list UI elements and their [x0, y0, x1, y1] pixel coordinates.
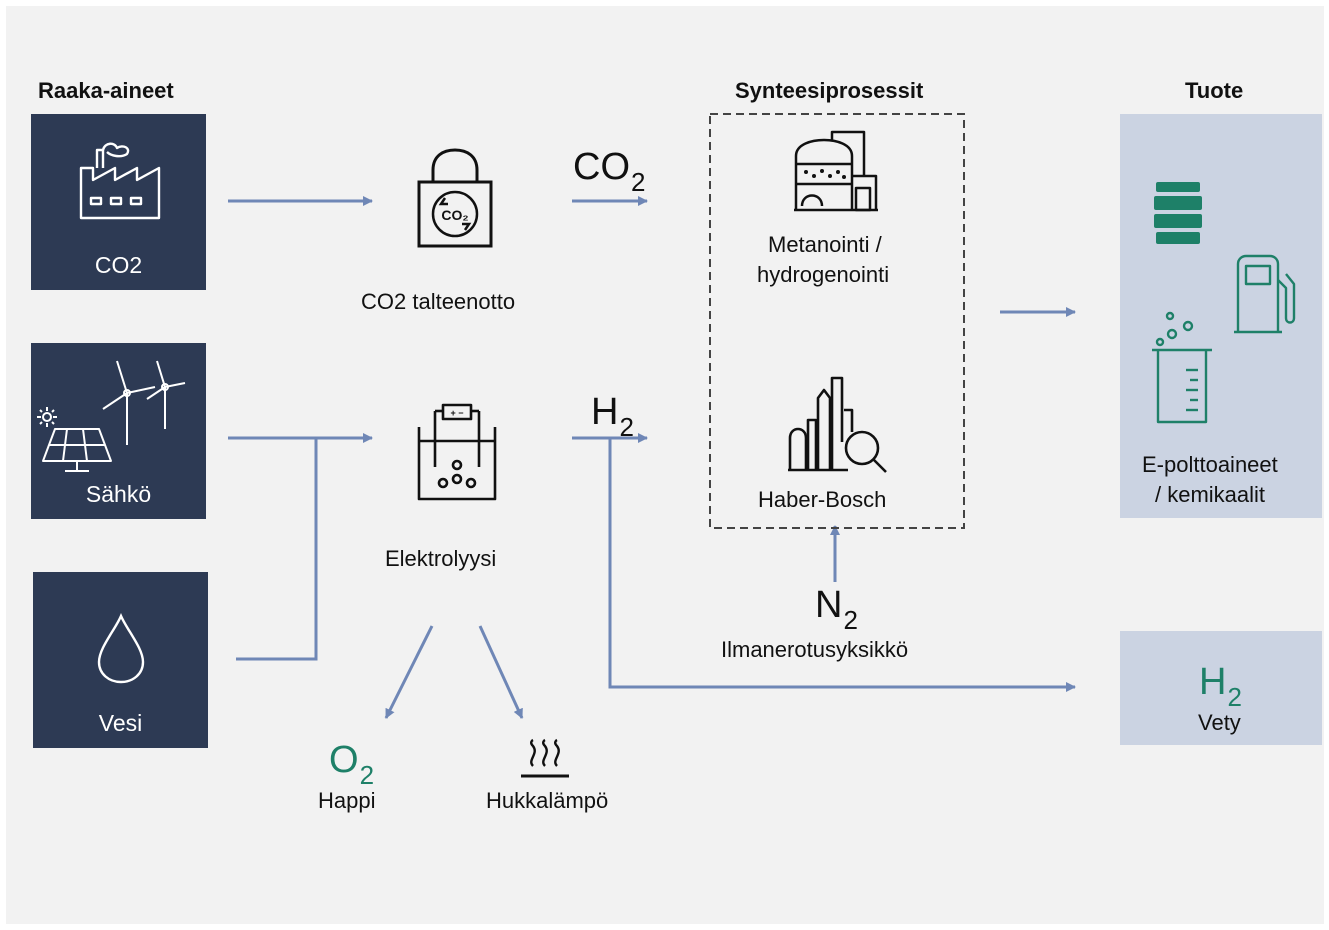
co2-formula: CO2	[573, 146, 645, 195]
h2-formula-sub: 2	[619, 412, 634, 442]
product-header: Tuote	[1185, 78, 1244, 103]
padlock-co2-icon: CO₂	[417, 148, 493, 248]
efuels-label-line1: E-polttoaineet	[1142, 452, 1278, 477]
input-co2-box: CO2	[31, 114, 206, 290]
arrow-to-waste-heat	[478, 625, 524, 719]
arrow-to-oxygen	[384, 625, 434, 719]
refinery-icon	[794, 130, 878, 212]
fuel-pump-icon	[1234, 254, 1296, 334]
h2-product-formula-base: H	[1199, 661, 1227, 703]
synthesis-dashed-box	[709, 113, 965, 529]
air-separation-label: Ilmanerotusyksikkö	[721, 637, 909, 662]
hydrogen-product-box: H2 Vety	[1120, 631, 1322, 745]
arrow-h2-to-hydrogen-product	[608, 438, 1076, 692]
input-co2-label: CO2	[94, 252, 143, 278]
synthesis-header: Synteesiprosessit	[735, 78, 924, 103]
svg-text:+ −: + −	[450, 408, 463, 418]
h2-formula: H2	[591, 391, 634, 440]
h2-product-formula: H2	[1199, 661, 1242, 710]
co2-formula-base: CO	[573, 146, 630, 188]
n2-formula-base: N	[815, 584, 843, 626]
input-electricity-label: Sähkö	[85, 481, 152, 507]
hydrogen-label: Vety	[1198, 710, 1241, 735]
o2-formula-sub: 2	[359, 760, 375, 790]
efuels-product-box: E-polttoaineet / kemikaalit	[1120, 114, 1322, 518]
diagram-canvas: Raaka-aineet Synteesiprosessit Tuote CO2	[6, 6, 1324, 924]
input-water-label: Vesi	[98, 710, 143, 736]
beaker-icon	[1152, 311, 1212, 424]
water-drop-icon	[97, 612, 145, 684]
flow-arrows	[228, 113, 1076, 719]
electrolysis-label: Elektrolyysi	[385, 546, 497, 571]
oxygen-label: Happi	[318, 788, 376, 813]
heat-icon	[521, 738, 569, 778]
efuels-label-line2: / kemikaalit	[1155, 482, 1266, 507]
svg-text:CO₂: CO₂	[441, 207, 468, 223]
oil-barrel-icon	[1154, 182, 1202, 244]
o2-formula-base: O	[329, 739, 359, 781]
line-water-to-electrolysis	[236, 438, 318, 661]
inputs-header: Raaka-aineet	[38, 78, 174, 103]
co2-formula-sub: 2	[631, 167, 646, 197]
h2-formula-base: H	[591, 391, 619, 433]
waste-heat-label: Hukkalämpö	[486, 788, 609, 813]
input-water-box: Vesi	[33, 572, 208, 748]
input-electricity-box: Sähkö	[31, 343, 206, 519]
factory-icon	[79, 142, 161, 220]
methanation-label-line1: Metanointi /	[768, 232, 882, 257]
electrolyser-icon: + −	[417, 403, 497, 501]
o2-formula: O2	[329, 739, 374, 788]
h2-product-formula-sub: 2	[1227, 682, 1242, 712]
industry-search-icon	[788, 376, 887, 473]
methanation-label-line2: hydrogenointi	[757, 262, 890, 287]
n2-formula: N2	[815, 584, 858, 633]
haber-bosch-label: Haber-Bosch	[758, 487, 887, 512]
n2-formula-sub: 2	[843, 605, 858, 635]
wind-solar-icon	[37, 360, 186, 472]
capture-label: CO2 talteenotto	[361, 289, 516, 314]
